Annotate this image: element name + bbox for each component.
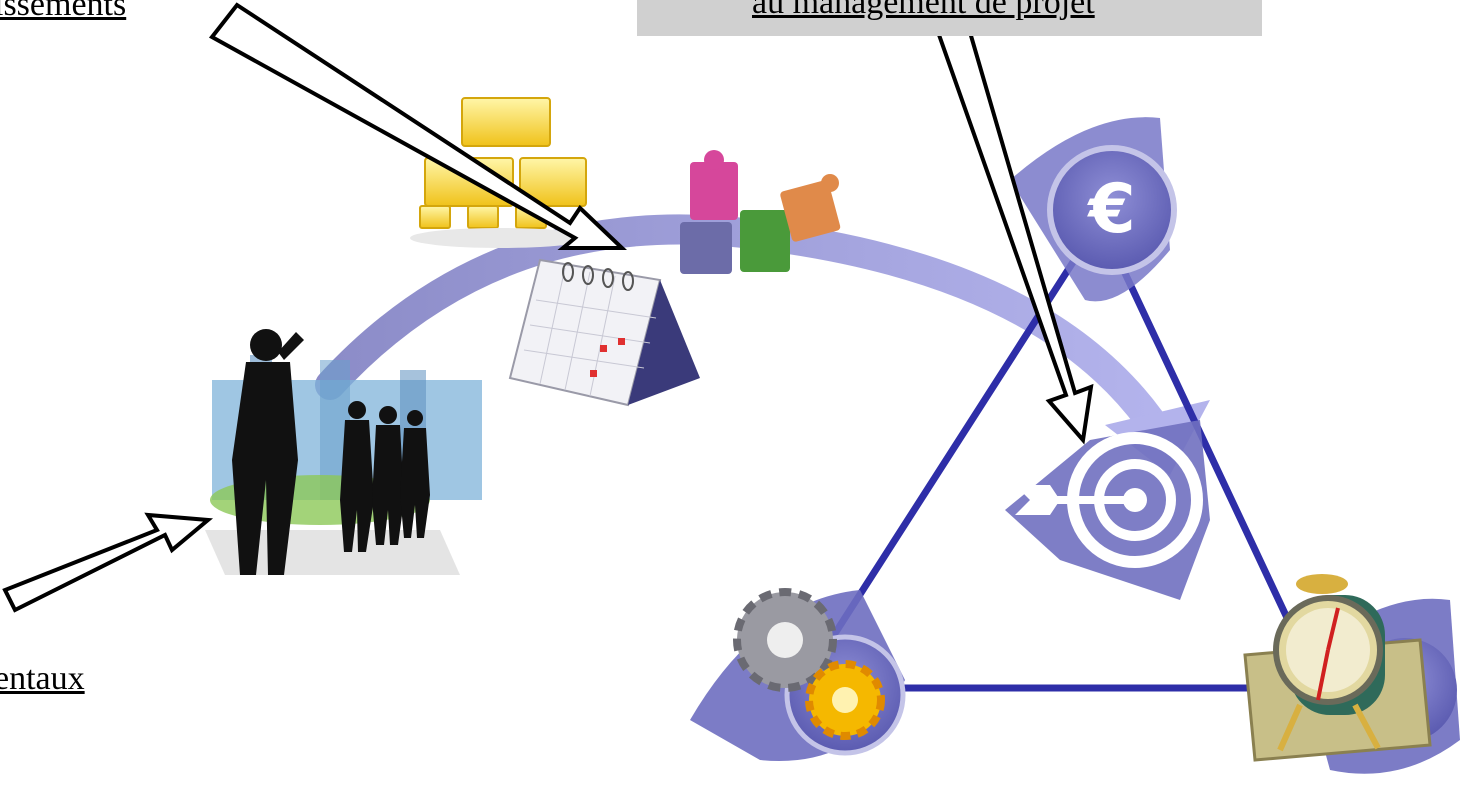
pointer-arrows bbox=[2, 2, 1094, 613]
calendar-icon bbox=[508, 258, 700, 407]
puzzle-icon bbox=[680, 150, 841, 274]
businesspeople-silhouette-icon bbox=[205, 329, 482, 575]
project-triangle bbox=[796, 216, 1324, 692]
gears-icon bbox=[690, 588, 906, 761]
arrow-top-left bbox=[208, 2, 627, 250]
label-top-right: au management de projet bbox=[752, 0, 1095, 21]
arrow-top-right bbox=[935, 19, 1094, 445]
label-top-left: issements bbox=[0, 0, 127, 23]
euro-icon: € bbox=[1010, 117, 1177, 302]
target-icon bbox=[1005, 420, 1210, 600]
svg-text:€: € bbox=[1086, 170, 1135, 249]
label-box bbox=[637, 0, 1262, 36]
label-bottom-left: entaux bbox=[0, 660, 85, 697]
alarm-clock-icon bbox=[1243, 574, 1460, 774]
arrow-bottom-left bbox=[2, 512, 214, 613]
